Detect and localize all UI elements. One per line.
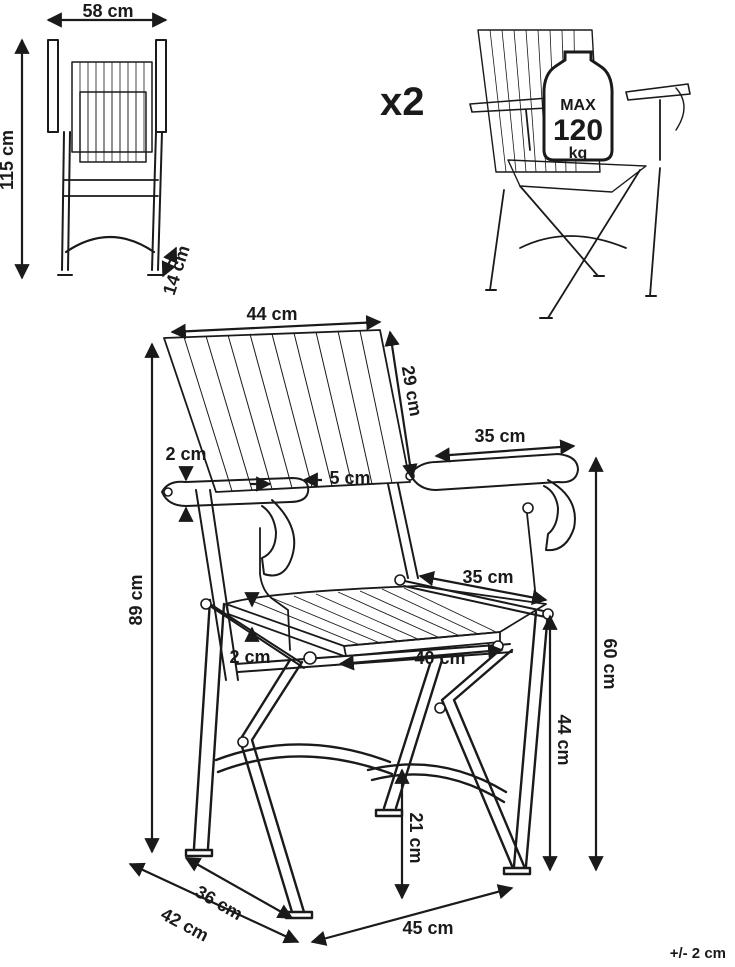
label-seat-width: 40 cm: [414, 648, 465, 668]
label-armrest-width: 5 cm: [329, 468, 370, 488]
label-seat-depth: 35 cm: [462, 567, 513, 587]
max-label: MAX: [560, 97, 596, 114]
label-folded-depth: 14 cm: [159, 243, 194, 298]
max-value: 120: [553, 114, 603, 147]
label-armrest-thickness: 2 cm: [165, 444, 206, 464]
label-seat-height: 44 cm: [554, 714, 574, 765]
label-base-depth: 42 cm: [158, 904, 212, 946]
label-total-height: 89 cm: [126, 574, 146, 625]
label-side-width: 58 cm: [82, 1, 133, 21]
small-chair-view: [469, 29, 691, 319]
dimension-lines: [128, 314, 604, 946]
folded-chair-view: 58 cm 115 cm 14 cm: [0, 1, 194, 298]
main-chair-view: [161, 329, 579, 920]
label-base-width: 45 cm: [402, 918, 453, 938]
quantity-label: x2: [380, 80, 425, 124]
weight-icon: MAX 120 kg: [542, 50, 614, 162]
max-unit: kg: [569, 145, 588, 162]
label-side-height: 115 cm: [0, 130, 17, 190]
label-armrest-length: 35 cm: [474, 426, 525, 446]
label-backrest-width: 44 cm: [246, 304, 297, 324]
label-armrest-height: 60 cm: [600, 638, 620, 689]
label-seat-thickness: 2 cm: [229, 647, 270, 667]
tolerance-note: +/- 2 cm: [670, 945, 726, 962]
label-crossbar-height: 21 cm: [406, 812, 426, 863]
